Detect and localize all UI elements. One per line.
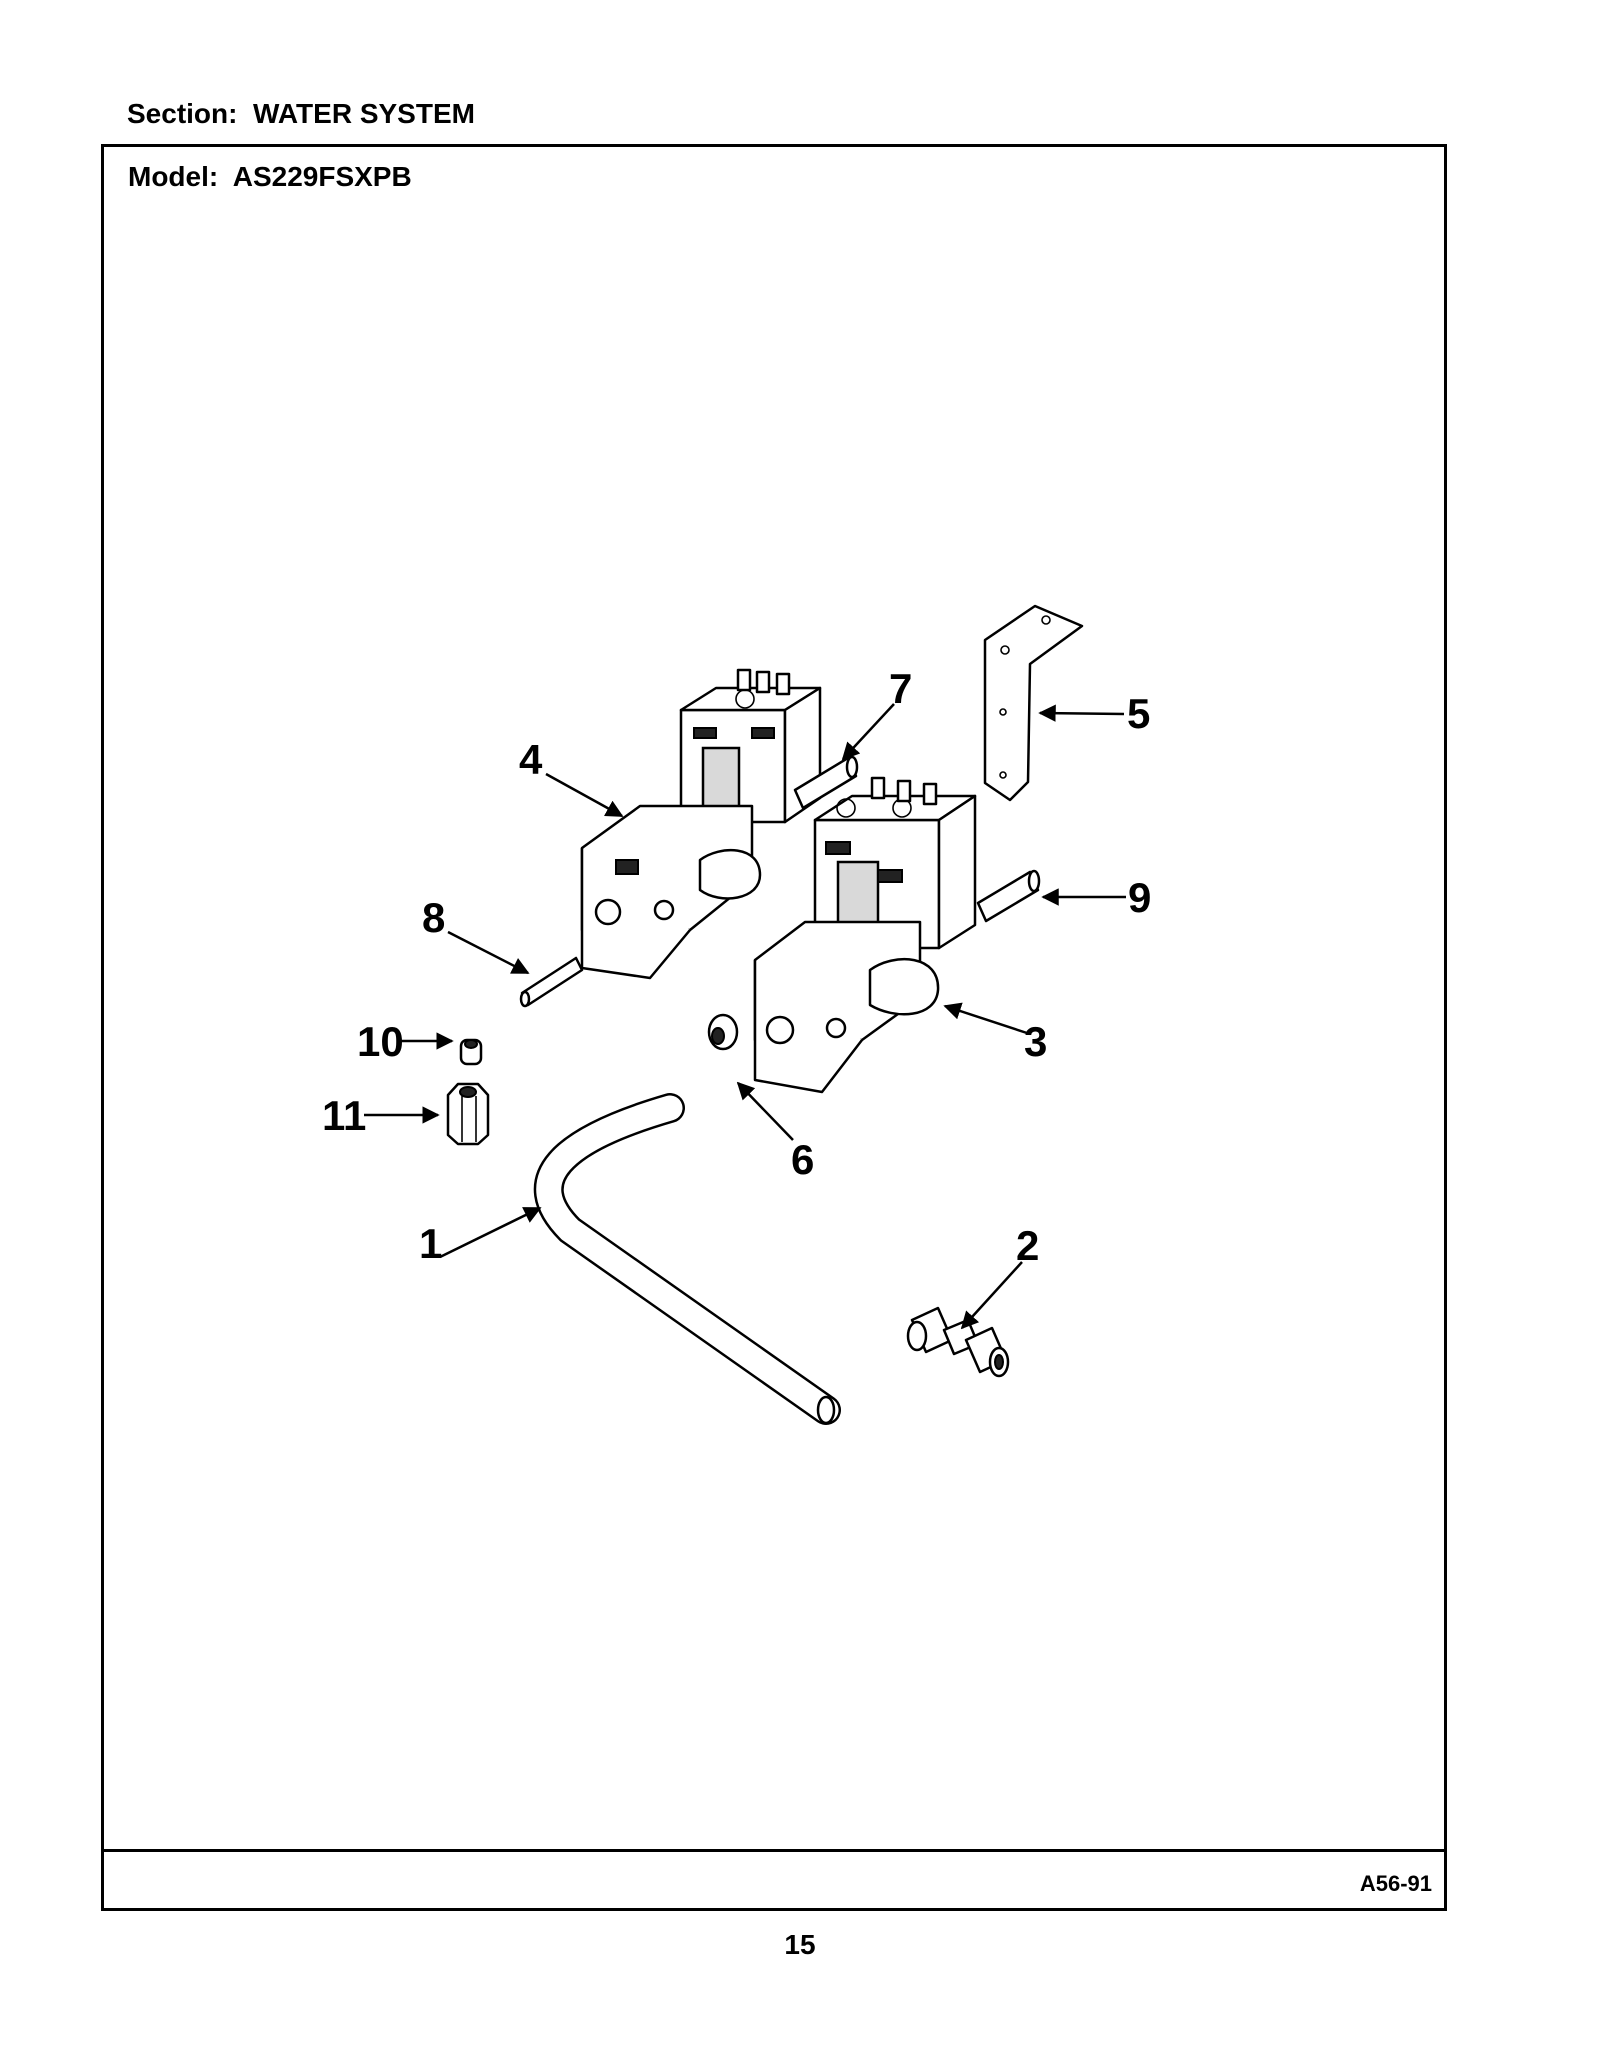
hex-nut: [446, 1082, 490, 1146]
callout-11: 11: [322, 1092, 366, 1139]
compression-union: [906, 1306, 1010, 1378]
water-tube: [533, 1093, 841, 1425]
callout-6: 6: [791, 1136, 814, 1183]
water-valve-front: [753, 776, 977, 1094]
callout-labels: 1 2 3 4 5 6 7 8 9 10 11: [322, 665, 1151, 1269]
tube-pin: [519, 956, 584, 1008]
callout-2: 2: [1016, 1222, 1039, 1269]
fitting-sleeve: [707, 1013, 739, 1051]
callout-8: 8: [422, 894, 445, 941]
diagram-frame: Model: AS229FSXPB A56-91: [101, 144, 1447, 1911]
callout-4: 4: [519, 736, 543, 783]
leader-lines: [364, 703, 1126, 1330]
page-number: 15: [784, 1929, 816, 1960]
diagram-code: A56-91: [1359, 1871, 1432, 1896]
model-title: Model: AS229FSXPB: [128, 161, 412, 192]
section-title: Section: WATER SYSTEM: [127, 98, 475, 129]
insert-small: [459, 1038, 483, 1066]
callout-10: 10: [357, 1018, 404, 1065]
mounting-bracket: [983, 604, 1084, 802]
callout-9: 9: [1128, 874, 1151, 921]
callout-3: 3: [1024, 1018, 1047, 1065]
tube-short-upper: [793, 755, 859, 810]
tube-short-lower: [976, 869, 1041, 923]
footer-divider: [104, 1849, 1444, 1852]
water-valve-rear: [580, 668, 822, 980]
callout-5: 5: [1127, 690, 1150, 737]
callout-7: 7: [889, 665, 912, 712]
callout-1: 1: [419, 1220, 442, 1267]
